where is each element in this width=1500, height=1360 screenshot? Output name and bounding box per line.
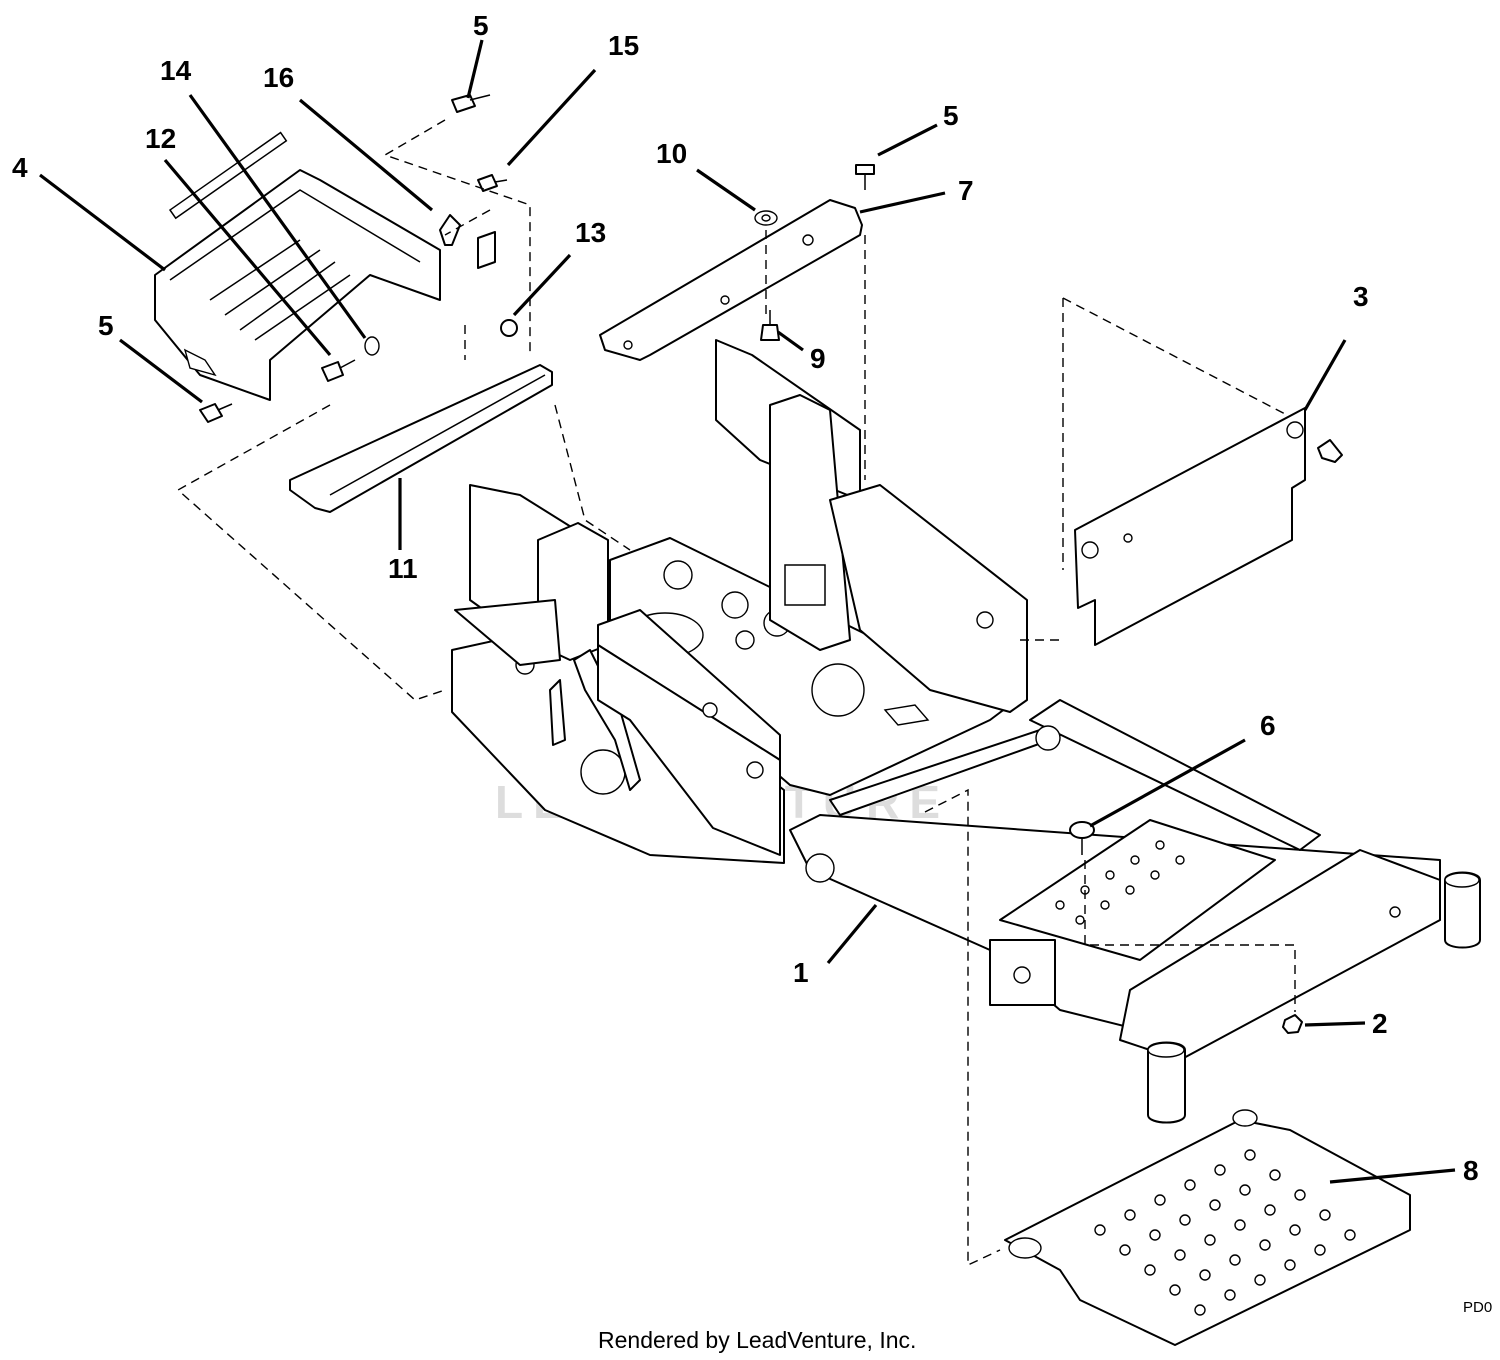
- part-1-main-frame: [451, 339, 1481, 1124]
- callout-15: 15: [608, 30, 639, 61]
- bolt-9: [760, 310, 780, 341]
- assembly-lines: [176, 119, 1296, 1267]
- callout-4: 4: [12, 152, 28, 183]
- part-4-seat-bracket: [154, 131, 441, 401]
- step-plate-holes: [1094, 1149, 1356, 1316]
- callout-13: 13: [575, 217, 606, 248]
- callout-5-right: 5: [943, 100, 959, 131]
- callout-5-left: 5: [98, 310, 114, 341]
- washer-14: [364, 336, 380, 356]
- callouts: 5 15 14 16 12 4 5 13 11 10 5 7 9 3 6 1 2…: [12, 10, 1479, 1186]
- callout-7: 7: [958, 175, 974, 206]
- part-8-step-plate: [1004, 1109, 1411, 1346]
- hardware: [199, 94, 1303, 1034]
- diagram-code: PD0: [1463, 1299, 1492, 1316]
- callout-5-top: 5: [473, 10, 489, 41]
- bolt-15: [477, 174, 508, 192]
- bolt-12: [321, 359, 356, 382]
- leader-lines: [39, 39, 1456, 1184]
- nut-13: [500, 319, 518, 337]
- washer-10: [754, 210, 778, 226]
- callout-3: 3: [1353, 281, 1369, 312]
- bolt-5-left: [199, 403, 233, 423]
- part-7-upper-bracket: [599, 199, 863, 361]
- callout-14: 14: [160, 55, 192, 86]
- footer-credit: Rendered by LeadVenture, Inc.: [598, 1327, 916, 1353]
- callout-8: 8: [1463, 1155, 1479, 1186]
- nut-2: [1282, 1014, 1303, 1034]
- part-3-rear-panel: [1074, 407, 1343, 646]
- bolt-5-top: [451, 94, 491, 113]
- bolt-5-right: [855, 164, 875, 190]
- callout-2: 2: [1372, 1008, 1388, 1039]
- callout-11: 11: [388, 553, 418, 584]
- callout-10: 10: [656, 138, 687, 169]
- callout-1: 1: [793, 957, 809, 988]
- part-11-angle-bracket: [289, 364, 553, 513]
- callout-12: 12: [145, 123, 176, 154]
- bolt-6: [1069, 821, 1095, 855]
- callout-9: 9: [810, 343, 826, 374]
- callout-6: 6: [1260, 710, 1276, 741]
- part-16-clip: [439, 214, 496, 269]
- callout-16: 16: [263, 62, 294, 93]
